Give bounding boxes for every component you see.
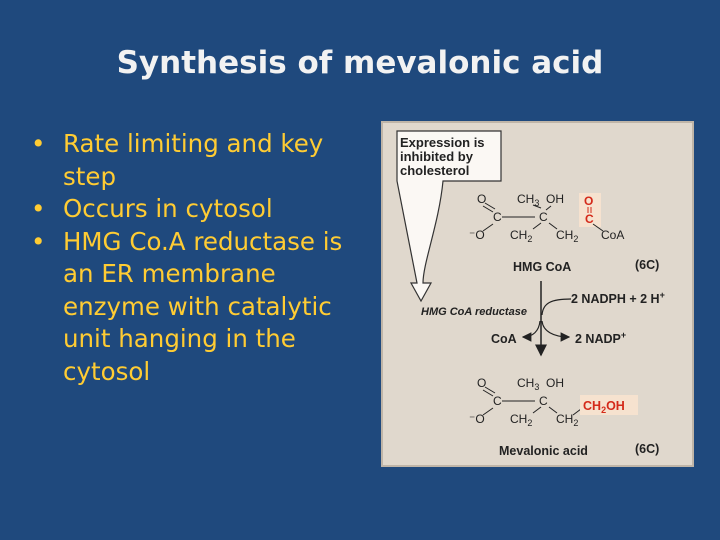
atom-label: CH2 [556, 228, 578, 244]
atom-label: CH2OH [583, 399, 625, 415]
cofactor-in-arrow [541, 298, 572, 316]
pathway-diagram: Expression is inhibited by cholesterol O… [396, 130, 665, 458]
coa-out-arrow [521, 320, 541, 342]
bullet-item: • Rate limiting and key step [30, 128, 370, 193]
atom-label: CH2 [510, 412, 532, 428]
atom-label: CH2 [510, 228, 532, 244]
atom-label: OH [546, 192, 564, 206]
nadp-label: 2 NADP+ [575, 330, 626, 346]
inhibition-arrow [396, 130, 502, 303]
atom-label: CoA [601, 228, 624, 242]
atom-label: O [584, 194, 593, 208]
bullet-symbol: • [31, 226, 46, 256]
nadph-label: 2 NADPH + 2 H+ [571, 290, 665, 306]
atom-label: O [477, 376, 486, 390]
atom-label: CH2 [556, 412, 578, 428]
atom-label: C [493, 210, 502, 224]
atom-label: ⁻O [469, 228, 485, 242]
atom-label: CH3 [517, 192, 539, 208]
atom-label: OH [546, 376, 564, 390]
mevalonic-acid-structure: O C ⁻O CH3 OH C CH2 CH2 CH2OH [469, 376, 638, 428]
bullet-item: • HMG Co.A reductase is an ER membrane e… [30, 226, 370, 389]
highlight-box [580, 395, 638, 415]
coa-product-label: CoA [491, 332, 517, 346]
atom-label: C [585, 212, 594, 226]
bullet-line: Occurs in cytosol [63, 194, 273, 223]
atom-label: C [539, 210, 548, 224]
bullet-line: HMG Co.A reductase is [63, 226, 343, 256]
bullet-symbol: • [31, 129, 46, 158]
atom-label: C [493, 394, 502, 408]
hmg-coa-label: HMG CoA [513, 260, 571, 274]
bullet-item: • Occurs in cytosol [30, 193, 370, 226]
pathway-figure: Expression is inhibited by cholesterol O… [381, 121, 694, 467]
mevalonic-acid-label: Mevalonic acid [499, 444, 588, 458]
callout-line: inhibited by [400, 149, 474, 164]
bullet-line: unit hanging in the [63, 324, 296, 353]
hmg-coa-structure: O C ⁻O CH3 OH C CH2 CH2 O C CoA [469, 192, 624, 244]
cofactor-out-arrow [541, 320, 571, 342]
highlight-box [579, 193, 601, 227]
atom-label: C [539, 394, 548, 408]
bullet-line: enzyme with catalytic [63, 291, 332, 321]
bullet-list: • Rate limiting and key step • Occurs in… [30, 128, 370, 388]
callout-line: cholesterol [400, 163, 469, 178]
bullet-line: step [63, 161, 116, 191]
bullet-line: Rate limiting and key [63, 129, 324, 158]
atom-label: O [477, 192, 486, 206]
bullet-line: cytosol [63, 356, 151, 386]
bullet-line: an ER membrane [63, 259, 276, 288]
hmg-carbon-count: (6C) [635, 258, 659, 272]
bullet-symbol: • [31, 194, 46, 223]
atom-label: ⁻O [469, 412, 485, 426]
atom-label: CH3 [517, 376, 539, 392]
callout-line: Expression is [400, 135, 485, 150]
mev-carbon-count: (6C) [635, 442, 659, 456]
enzyme-label: HMG CoA reductase [421, 306, 527, 318]
slide-title: Synthesis of mevalonic acid [116, 45, 604, 81]
